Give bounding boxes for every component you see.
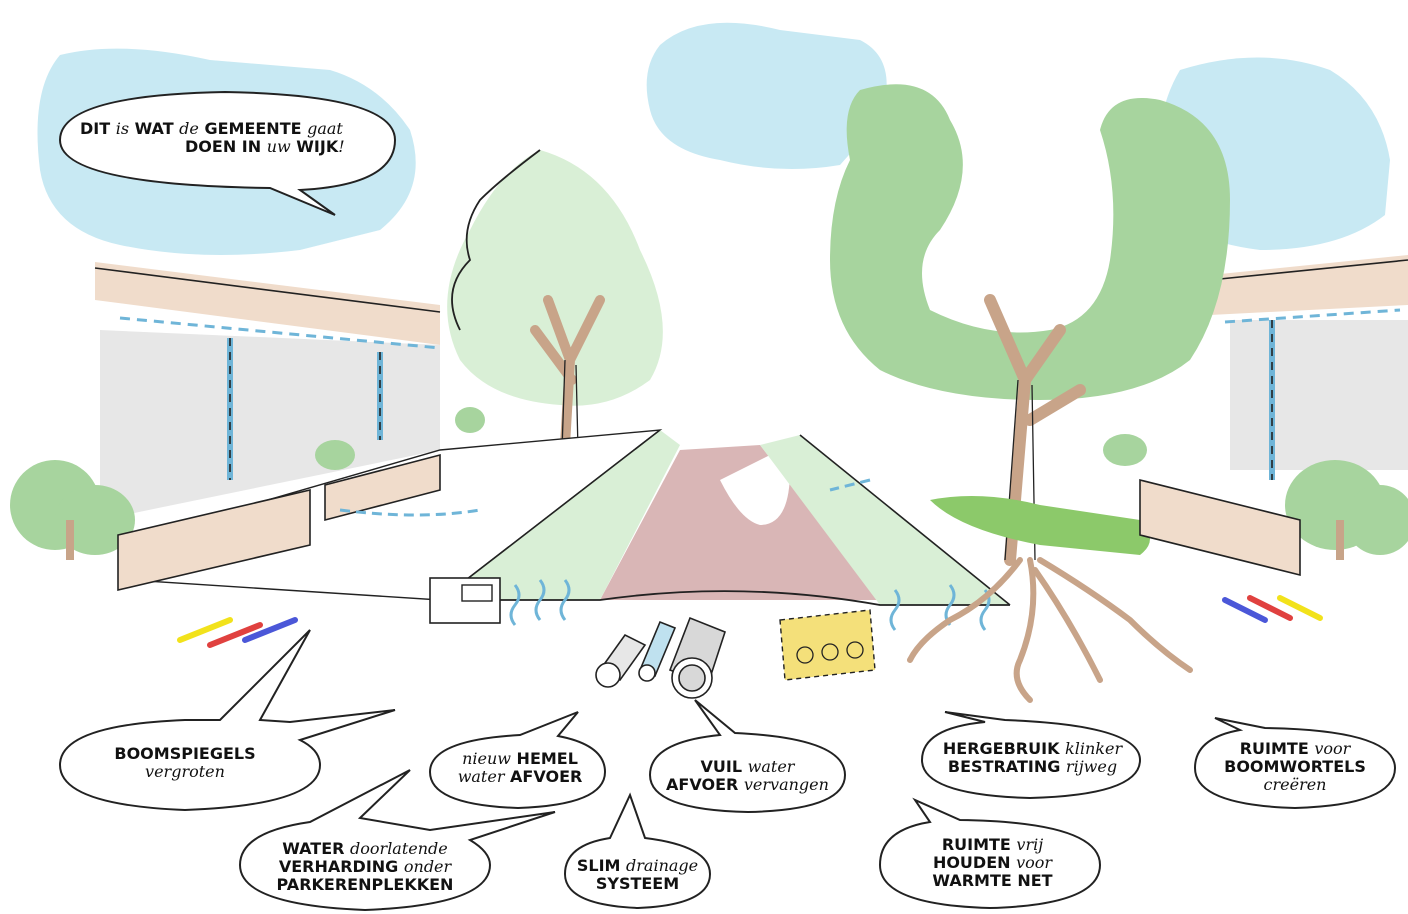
label-line: HOUDEN voor [895, 852, 1090, 872]
cables-left [177, 617, 298, 648]
label-word: VERHARDING [278, 856, 399, 876]
title-word: uw [266, 136, 291, 156]
label-vuilwater: VUIL water AFVOER vervangen [655, 758, 840, 794]
label-word: rijweg [1065, 756, 1118, 776]
left-tree [447, 149, 663, 451]
label-line: SYSTEEM [595, 873, 680, 893]
label-word: vrij [1016, 835, 1044, 854]
label-line: BESTRATING rijweg [930, 756, 1135, 776]
label-hergebruik: HERGEBRUIK klinker BESTRATING rijweg [930, 740, 1135, 776]
side-shrubs [10, 407, 1408, 560]
label-word: RUIMTE [1239, 739, 1309, 758]
title-line-2: DOEN IN uw WIJK! [80, 136, 380, 156]
label-word: HOUDEN [932, 852, 1011, 872]
label-line: BOOMWORTELS [1224, 756, 1366, 776]
label-line: nieuw HEMEL [440, 750, 600, 768]
label-line: RUIMTE voor [1200, 740, 1390, 758]
label-line: AFVOER vervangen [655, 774, 840, 794]
label-word: water [457, 766, 505, 786]
label-word: AFVOER [666, 774, 739, 794]
label-hemelwater: nieuw HEMEL water AFVOER [440, 750, 600, 786]
label-word: onder [403, 856, 452, 876]
label-boomspiegels: BOOMSPIEGELS vergroten [75, 745, 295, 781]
label-word: HERGEBRUIK [942, 739, 1060, 758]
parking-walls [117, 453, 1301, 592]
label-line: WATER doorlatende [250, 840, 480, 858]
title-word: is [115, 119, 130, 138]
label-line: vergroten [145, 761, 225, 781]
label-word: AFVOER [510, 766, 583, 786]
label-warmtenet: RUIMTE vrij HOUDEN voor WARMTE NET [895, 836, 1090, 890]
right-tree [830, 84, 1230, 566]
label-line: VUIL water [655, 758, 840, 776]
label-word: HEMEL [516, 749, 578, 768]
title-word: ! [338, 136, 345, 156]
label-line: water AFVOER [440, 766, 600, 786]
title-word: gaat [307, 119, 343, 138]
label-line: creëren [1263, 774, 1327, 794]
cables-right [1222, 595, 1323, 623]
label-word: WATER [282, 839, 345, 858]
title-word: DOEN IN [185, 136, 267, 156]
label-word: voor [1016, 852, 1053, 872]
label-line: RUIMTE vrij [895, 836, 1090, 854]
title-word: GEMEENTE [198, 119, 308, 138]
title-word: WAT [129, 119, 180, 138]
label-word: vervangen [743, 774, 829, 794]
title-bubble: DIT is WAT de GEMEENTE gaat DOEN IN uw W… [80, 120, 380, 156]
label-line: PARKERENPLEKKEN [276, 874, 454, 894]
label-line: HERGEBRUIK klinker [930, 740, 1135, 758]
label-word: drainage [626, 856, 699, 875]
label-line: SLIM drainage [570, 857, 705, 875]
label-word: RUIMTE [941, 835, 1011, 854]
label-boomwortels: RUIMTE voor BOOMWORTELS creëren [1200, 740, 1390, 794]
left-building [94, 262, 441, 520]
heat-network-box [779, 609, 876, 681]
label-word: SLIM [576, 856, 621, 875]
label-word: klinker [1065, 739, 1123, 758]
label-line: WARMTE NET [932, 870, 1053, 890]
title-word: DIT [80, 119, 116, 138]
label-word: voor [1314, 739, 1351, 758]
title-word: WIJK [290, 136, 339, 156]
label-line: BOOMSPIEGELS [114, 744, 256, 763]
label-water-doorlatende: WATER doorlatende VERHARDING onder PARKE… [250, 840, 480, 894]
label-word: doorlatende [350, 839, 448, 858]
label-word: water [747, 757, 795, 776]
tree-roots [907, 557, 1193, 703]
pipes [595, 616, 726, 699]
speech-bubbles [58, 90, 1397, 912]
title-line-1: DIT is WAT de GEMEENTE gaat [80, 120, 380, 138]
title-word: de [179, 119, 199, 138]
label-line: VERHARDING onder [250, 856, 480, 876]
right-building [1209, 255, 1408, 480]
label-word: nieuw [462, 749, 511, 768]
label-slim-drainage: SLIM drainage SYSTEEM [570, 857, 705, 893]
label-word: VUIL [700, 757, 743, 776]
label-word: BESTRATING [947, 756, 1061, 776]
